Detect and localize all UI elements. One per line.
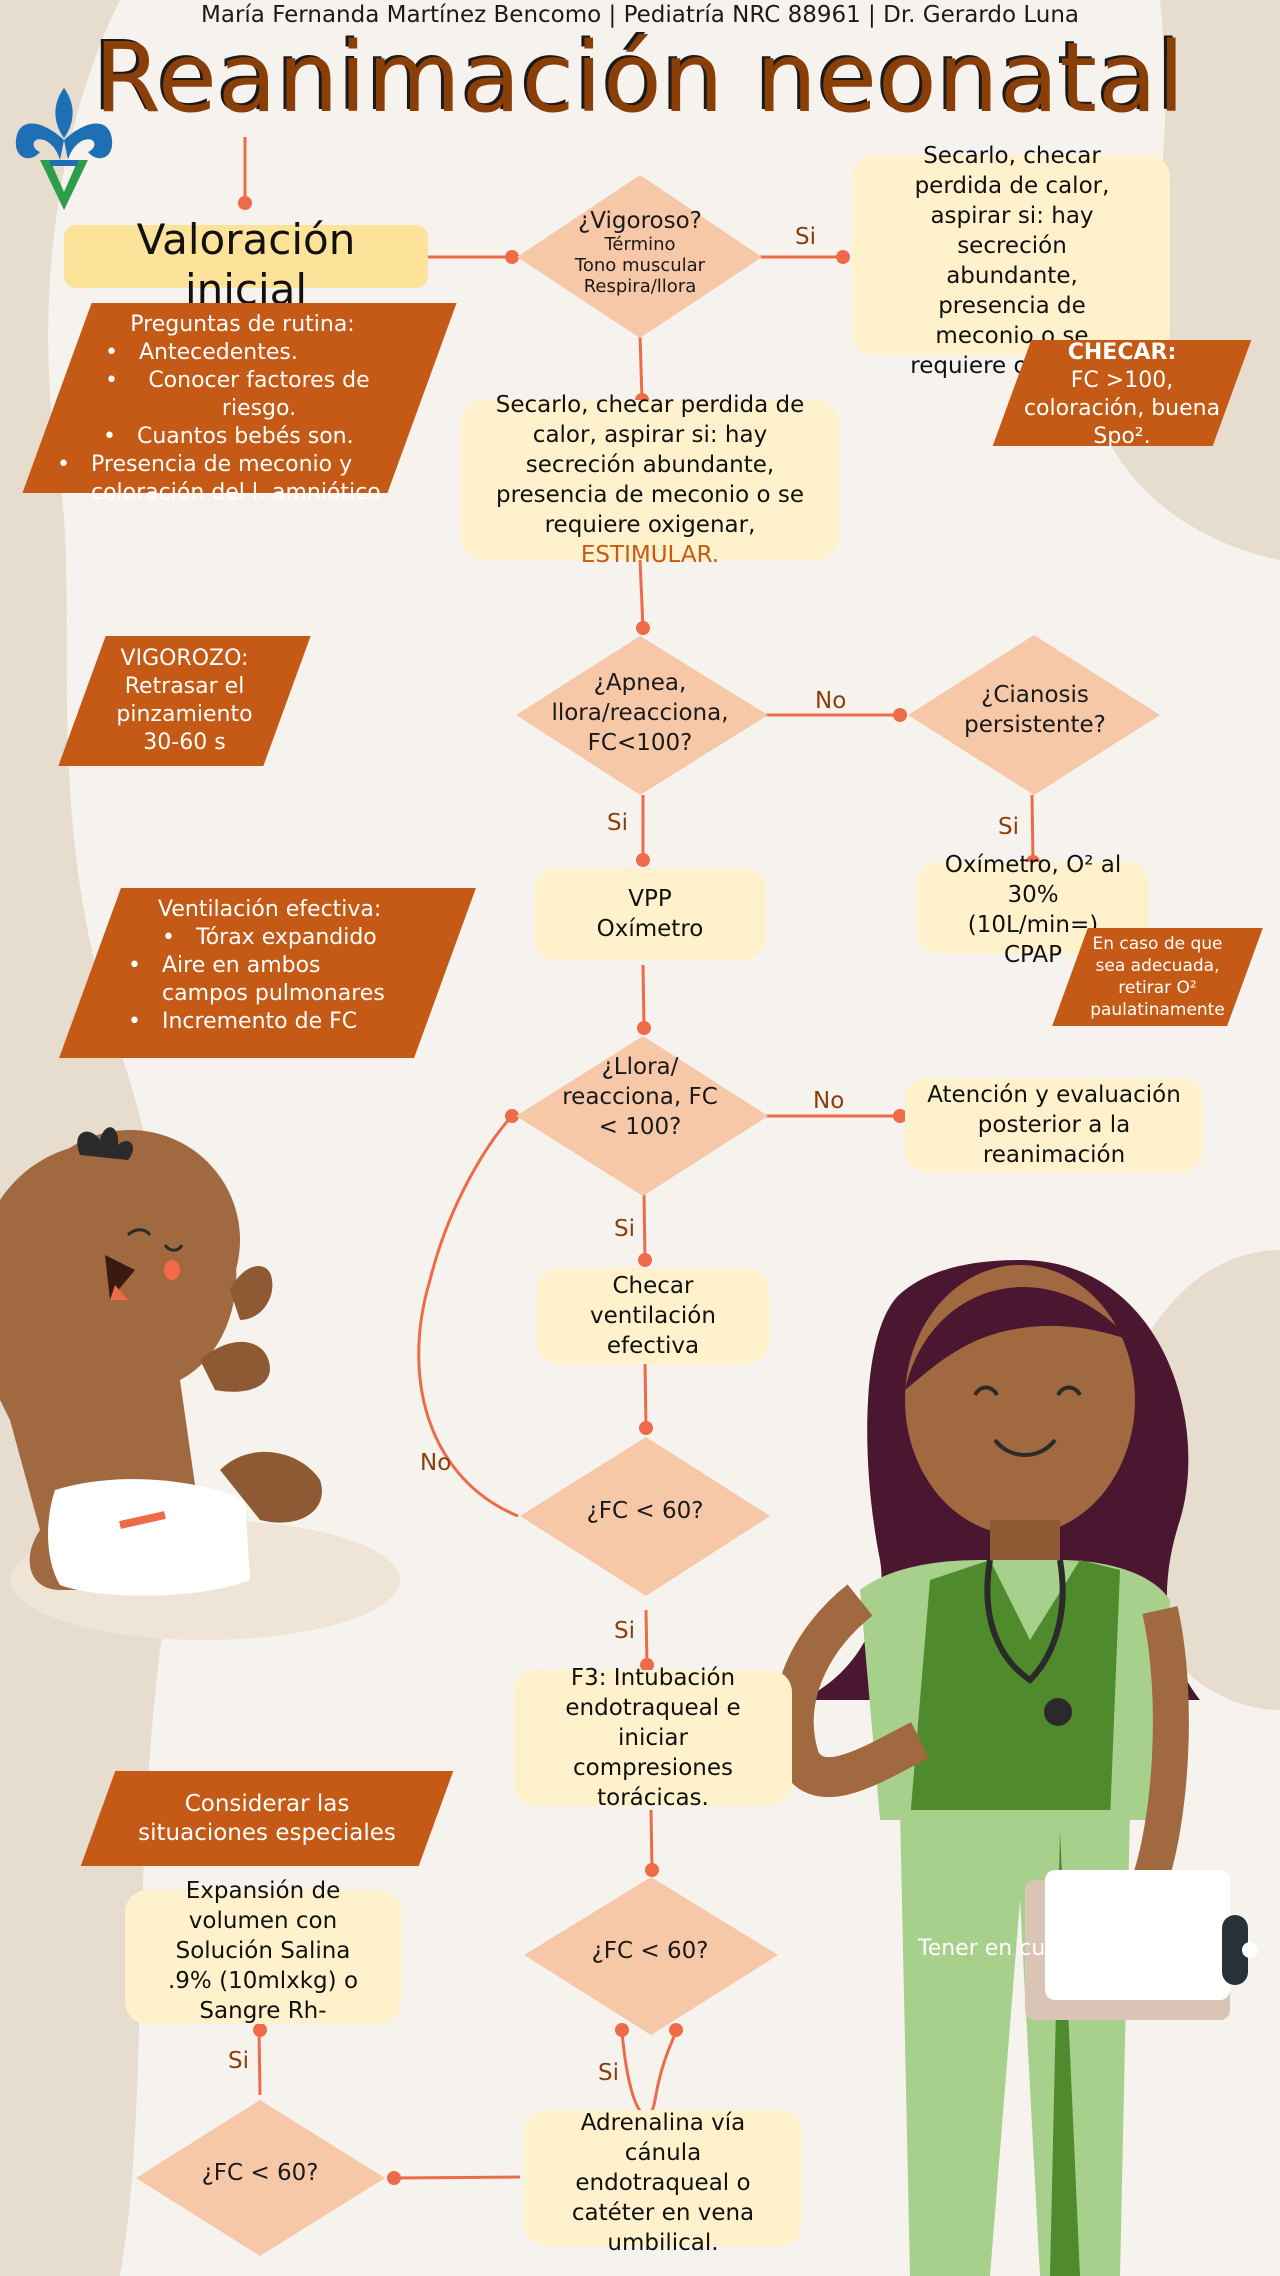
label-si: Si (998, 814, 1019, 840)
checar-title: CHECAR: (1067, 340, 1177, 365)
ventilacion-item: Incremento de FC (162, 1008, 445, 1036)
estimular-text: ESTIMULAR. (580, 542, 720, 568)
rutina-item: Antecedentes. (139, 339, 412, 367)
apnea-question: ¿Apnea, llora/reacciona, FC<100? (540, 668, 740, 758)
oximetro-text: Oxímetro, O² al 30% (10L/min=) CPAP (944, 852, 1122, 968)
label-si: Si (598, 2060, 619, 2086)
checar-box: CHECAR: FC >100, coloración, buena Spo². (992, 340, 1252, 449)
decision-diamonds (136, 175, 1160, 2256)
label-si: Si (228, 2048, 249, 2074)
vpp-text: VPP Oxímetro (596, 886, 704, 942)
valoracion-inicial-box: Valoración inicial (64, 215, 428, 314)
label-si: Si (607, 810, 628, 836)
doctor-illustration (773, 1260, 1258, 2276)
preguntas-rutina-box: Preguntas de rutina: Antecedentes. Conoc… (22, 303, 457, 505)
llora-q-label: ¿Llora/ reacciona, FC < 100? (562, 1054, 718, 1140)
label-si: Si (614, 1618, 635, 1644)
checar-ventilacion-box: Checar ventilación efectiva (537, 1268, 769, 1364)
retirar-o2-box: En caso de que sea adecuada, retirar O² … (1052, 928, 1263, 1026)
f3-text: F3: Intubación endotraqueal e iniciar co… (565, 1665, 741, 1811)
ventilacion-item: Tórax expandido (196, 924, 445, 952)
label-si: Si (795, 224, 816, 250)
fc60-label: ¿FC < 60? (201, 2160, 319, 2186)
rutina-item: Conocer factores de riesgo. (139, 367, 379, 423)
ventilacion-item: Aire en ambos campos pulmonares (162, 952, 412, 1008)
label-no: No (813, 1088, 845, 1114)
vigoroso-sub: Tono muscular (574, 255, 706, 276)
atencion-text: Atención y evaluación posterior a la rea… (927, 1082, 1181, 1168)
rutina-item: Cuantos bebés son. (137, 423, 412, 451)
vigorozo-title: VIGOROZO: (120, 646, 249, 671)
fc60-label: ¿FC < 60? (591, 1938, 709, 1964)
connector-lines (243, 137, 1035, 2180)
vigorozo-box: VIGOROZO: Retrasar el pinzamiento 30-60 … (58, 636, 311, 766)
secarlo-right-box: Secarlo, checar perdida de calor, aspira… (852, 143, 1170, 379)
baby-illustration (0, 1127, 322, 1596)
vigoroso-sub: Término (604, 234, 676, 255)
expansion-text: Expansión de volumen con Solución Salina… (167, 1878, 359, 2024)
label-si: Si (614, 1216, 635, 1242)
ventilacion-list: Tórax expandido Aire en ambos campos pul… (130, 924, 445, 1036)
considerar-box: Considerar las situaciones especiales (80, 1771, 454, 1866)
cianosis-q-label: ¿Cianosis persistente? (964, 682, 1106, 738)
f3-box: F3: Intubación endotraqueal e iniciar co… (514, 1665, 792, 1811)
considerar-text: Considerar las situaciones especiales (138, 1790, 396, 1846)
tener-en-cuenta-text: Tener en cuenta q (918, 1936, 1116, 1961)
cianosis-question: ¿Cianosis persistente? (940, 680, 1130, 740)
vigoroso-sub: Respira/llora (583, 276, 697, 297)
retirar-o2-text: En caso de que sea adecuada, retirar O² … (1090, 934, 1225, 1020)
atencion-box: Atención y evaluación posterior a la rea… (905, 1078, 1203, 1172)
fc60-question-3: ¿FC < 60? (175, 2160, 345, 2186)
page-title: Reanimación neonatal (94, 22, 1186, 134)
label-no: No (420, 1450, 452, 1476)
vpp-box: VPP Oxímetro (534, 868, 766, 960)
vigoroso-q-label: ¿Vigoroso? (578, 208, 702, 234)
fc60-label: ¿FC < 60? (586, 1498, 704, 1524)
vigorozo-body: Retrasar el pinzamiento 30-60 s (116, 674, 253, 755)
preguntas-rutina-list: Antecedentes. Conocer factores de riesgo… (91, 339, 412, 507)
secarlo-right-text: Secarlo, checar perdida de calor, aspira… (910, 143, 1114, 379)
valoracion-inicial-label: Valoración inicial (136, 215, 356, 314)
fc60-question-2: ¿FC < 60? (565, 1938, 735, 1964)
fc60-question-1: ¿FC < 60? (560, 1498, 730, 1524)
fleur-de-lis-logo (15, 88, 113, 210)
secarlo-main-box: Secarlo, checar perdida de calor, aspira… (461, 392, 839, 568)
secarlo-main-text: Secarlo, checar perdida de calor, aspira… (495, 392, 805, 538)
checar-ventilacion-text: Checar ventilación efectiva (590, 1273, 716, 1359)
apnea-q-label: ¿Apnea, llora/reacciona, FC<100? (551, 670, 729, 756)
rutina-item: Presencia de meconio y coloración del l.… (91, 451, 391, 507)
authors-line: María Fernanda Martínez Bencomo | Pediat… (201, 2, 1079, 28)
vigoroso-question: ¿Vigoroso? Término Tono muscular Respira… (540, 208, 740, 297)
expansion-box: Expansión de volumen con Solución Salina… (125, 1878, 401, 2024)
ventilacion-efectiva-box: Ventilación efectiva: Tórax expandido Ai… (59, 888, 476, 1058)
llora-question: ¿Llora/ reacciona, FC < 100? (550, 1052, 730, 1142)
adrenalina-text: Adrenalina vía cánula endotraqueal o cat… (571, 2110, 755, 2256)
preguntas-rutina-title: Preguntas de rutina: (130, 312, 355, 337)
label-no: No (815, 688, 847, 714)
checar-body: FC >100, coloración, buena Spo². (1023, 368, 1221, 449)
ventilacion-title: Ventilación efectiva: (158, 897, 382, 922)
adrenalina-box: Adrenalina vía cánula endotraqueal o cat… (524, 2110, 802, 2256)
